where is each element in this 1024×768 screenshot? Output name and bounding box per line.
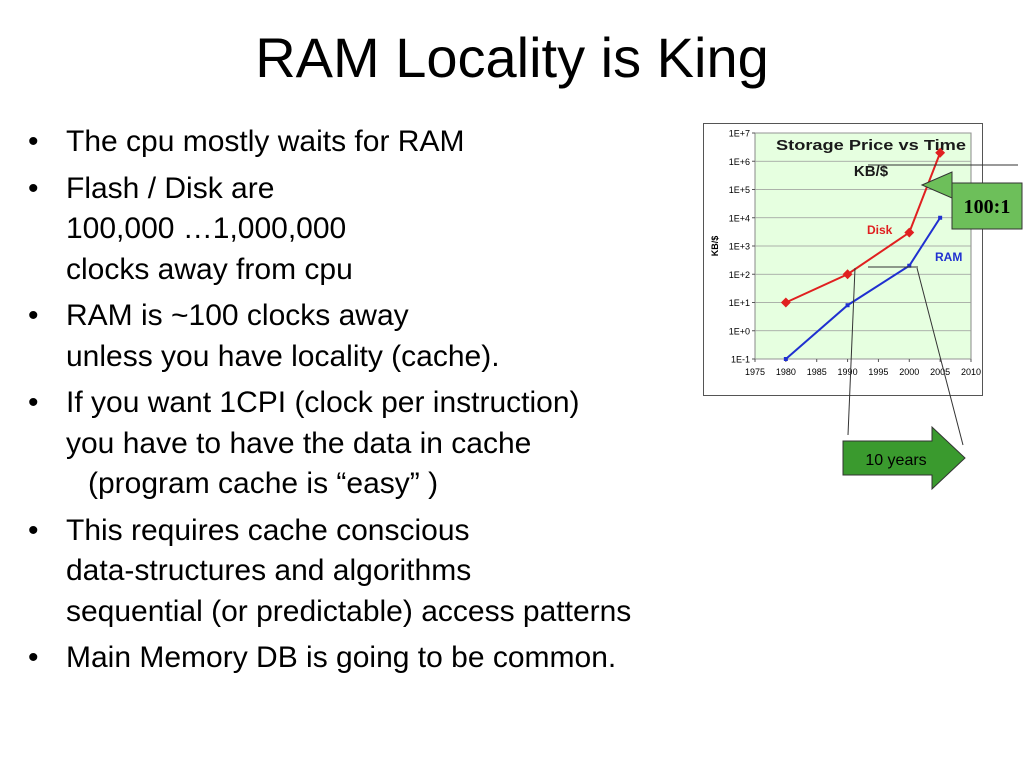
bullet-item: The cpu mostly waits for RAM — [28, 122, 848, 163]
data-point-ram — [783, 357, 788, 361]
bullet-line: you have to have the data in cache — [66, 426, 532, 460]
y-tick-label: 1E+3 — [729, 242, 750, 252]
x-tick-label: 1985 — [807, 367, 827, 377]
bullet-list: The cpu mostly waits for RAM Flash / Disk… — [28, 122, 848, 685]
y-tick-label: 1E+7 — [729, 129, 750, 139]
data-point-ram — [938, 215, 943, 220]
x-tick-label: 2000 — [899, 367, 919, 377]
x-tick-label: 1990 — [838, 367, 858, 377]
bullet-line: Flash / Disk are — [66, 171, 275, 205]
bullet-line: This requires cache conscious — [66, 513, 470, 547]
chart-title: Storage Price vs Time — [776, 137, 966, 154]
bullet-line: sequential (or predictable) access patte… — [66, 594, 632, 628]
bullet-line: The cpu mostly waits for RAM — [66, 125, 465, 158]
bullet-line: (program cache is “easy” ) — [88, 467, 439, 500]
series-line-ram — [785, 217, 941, 360]
y-tick-label: 1E+4 — [729, 213, 750, 223]
y-tick-label: 1E+2 — [729, 270, 750, 280]
y-tick-label: 1E+0 — [729, 326, 750, 336]
years-label: 10 years — [865, 452, 926, 469]
y-tick-label: 1E+1 — [729, 298, 750, 308]
bullet-line: clocks away from cpu — [66, 252, 353, 286]
data-point-ram — [845, 303, 850, 308]
bullet-item: RAM is ~100 clocks away unless you have l… — [28, 296, 848, 377]
y-tick-label: 1E+5 — [729, 185, 750, 195]
storage-price-chart: 1E-1 1E+0 1E+1 1E+2 1E+3 1E+4 1E+5 1E+6 1E+7 1975… — [703, 123, 983, 396]
x-tick-label: 1980 — [776, 367, 796, 377]
chart-svg: 1E-1 1E+0 1E+1 1E+2 1E+3 1E+4 1E+5 1E+6 1E+7 1975… — [703, 123, 983, 396]
chart-subtitle: KB/$ — [854, 163, 889, 180]
bullet-line: RAM is ~100 clocks away — [66, 299, 409, 332]
slide-title: RAM Locality is King — [255, 26, 769, 89]
bullet-line: data-structures and algorithms — [66, 554, 472, 587]
x-tick-label: 2005 — [930, 367, 950, 377]
years-arrow — [842, 425, 966, 491]
bullet-item: Flash / Disk are 100,000 …1,000,000 clocks… — [28, 169, 848, 291]
bullet-item: If you want 1CPI (clock per instruction)… — [28, 383, 848, 505]
bullet-line: 100,000 …1,000,000 — [66, 212, 347, 245]
data-point-ram — [907, 263, 912, 268]
x-tick-label: 2010 — [961, 367, 981, 377]
y-tick-label: 1E-1 — [731, 355, 750, 365]
bullet-line: Main Memory DB is going to be common. — [66, 641, 617, 674]
y-axis-label: KB/$ — [710, 236, 720, 257]
series-label-ram: RAM — [935, 250, 962, 264]
y-tick-label: 1E+6 — [729, 157, 750, 167]
x-tick-label: 1975 — [745, 367, 765, 377]
x-tick-label: 1995 — [868, 367, 888, 377]
bullet-item: This requires cache conscious data-struct… — [28, 511, 848, 633]
bullet-item: Main Memory DB is going to be common. — [28, 638, 848, 679]
bullet-line: unless you have locality (cache). — [66, 339, 500, 373]
series-label-disk: Disk — [867, 223, 893, 237]
bullet-line: If you want 1CPI (clock per instruction) — [66, 386, 580, 419]
